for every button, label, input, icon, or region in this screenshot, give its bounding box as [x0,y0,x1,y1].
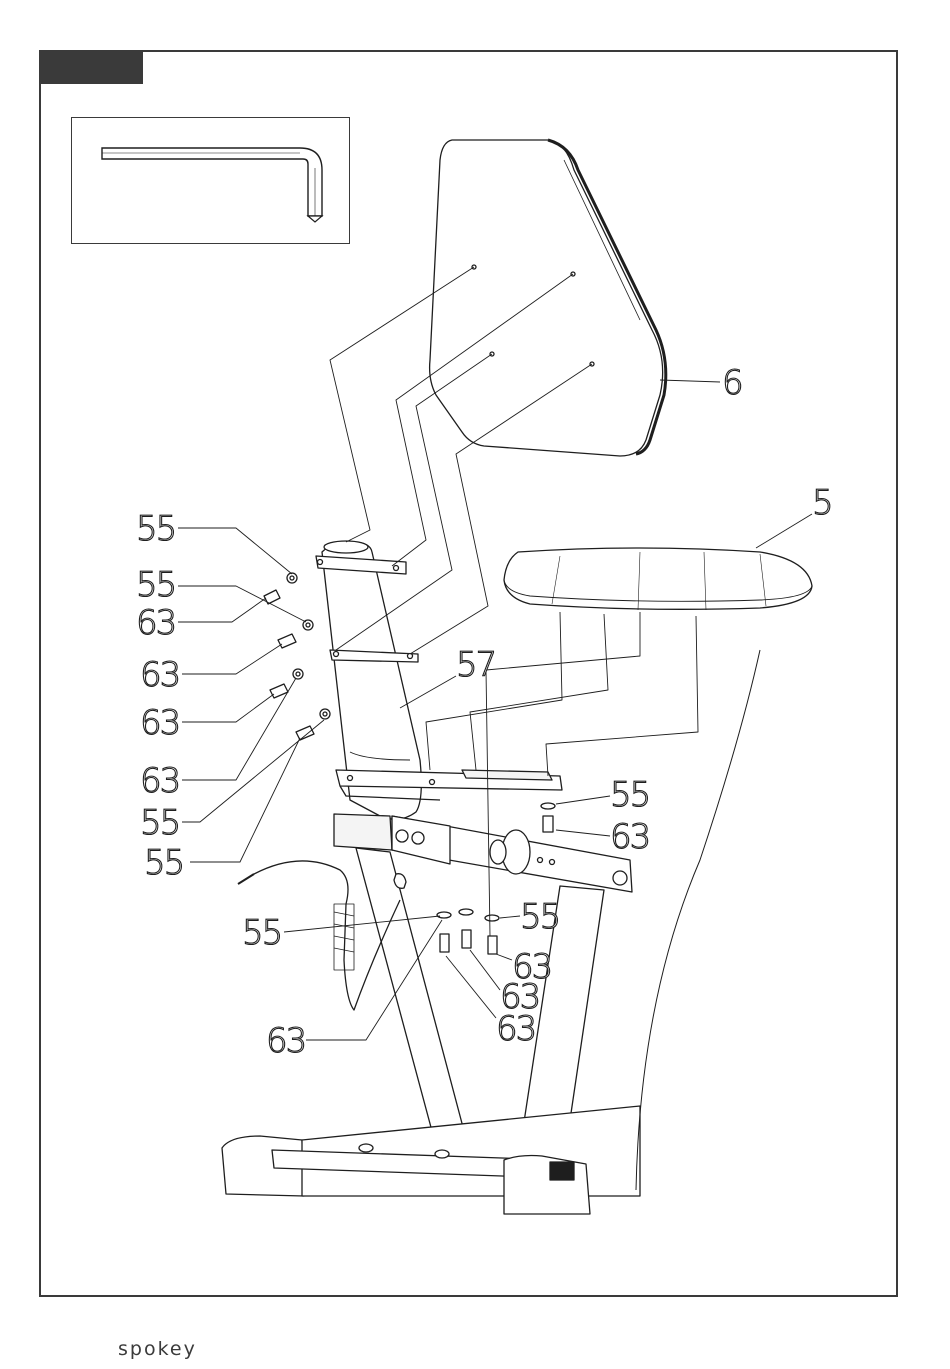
callouts: 6 5 57 55 55 63 63 63 63 55 55 55 63 55 … [136,363,832,1061]
label-bolt: 63 [266,1021,305,1061]
label-seat: 5 [812,483,832,523]
label-washer: 55 [144,843,183,883]
label-washer: 55 [136,509,175,549]
label-seat-post: 57 [456,645,495,685]
label-bolt: 63 [610,817,649,857]
label-washer: 55 [136,565,175,605]
label-washer: 55 [610,775,649,815]
label-bolt: 63 [140,703,179,743]
label-washer: 55 [520,897,559,937]
label-bolt: 63 [136,603,175,643]
brand-logo: spokey [118,1338,197,1360]
label-bolt: 63 [496,1009,535,1049]
label-washer: 55 [242,913,281,953]
label-bolt: 63 [140,761,179,801]
label-washer: 55 [140,803,179,843]
label-seat-back: 6 [722,363,742,403]
label-bolt: 63 [140,655,179,695]
seat [504,548,812,610]
seat-back [430,140,666,456]
